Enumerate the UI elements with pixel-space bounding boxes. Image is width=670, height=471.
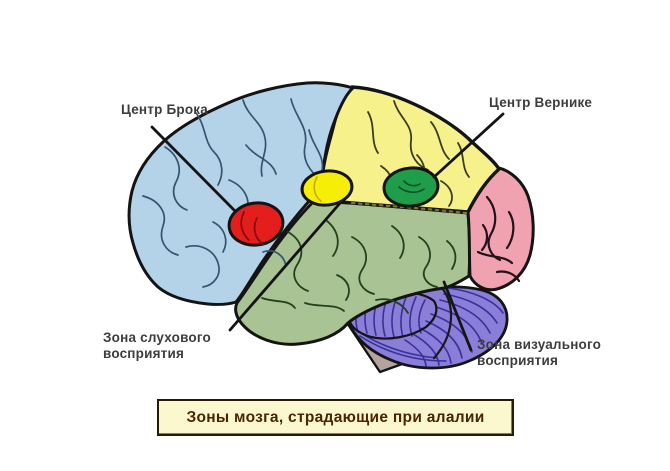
cerebellum [346, 285, 509, 370]
wernicke-spot [382, 166, 440, 208]
visual-label-line1: Зона визуального [477, 337, 602, 352]
auditory-label: Зона слухового восприятия [103, 330, 211, 362]
visual-label: Зона визуального восприятия [477, 337, 601, 369]
visual-pointer-line [442, 280, 473, 352]
auditory-pointer-line [228, 200, 343, 332]
auditory-spot [300, 169, 354, 207]
parietal-sulci [367, 100, 470, 207]
auditory-label-line2: восприятия [103, 346, 185, 361]
cerebellum-fold [432, 286, 453, 360]
caption-box: Зоны мозга, страдающие при алалии [157, 399, 514, 436]
wernicke-spot-crease [398, 180, 425, 193]
caption-text: Зоны мозга, страдающие при алалии [186, 408, 485, 426]
temporal-lobe [234, 197, 472, 346]
visual-label-line2: восприятия [477, 353, 559, 368]
wernicke-label: Центр Вернике [489, 95, 593, 110]
wernicke-pointer-line [432, 112, 505, 179]
broca-spot-crease [240, 211, 264, 245]
occipital-lobe [466, 166, 535, 292]
temporal-sulci [261, 220, 457, 314]
occipital-sulci [476, 195, 521, 283]
auditory-spot-crease [313, 176, 322, 202]
auditory-label-line1: Зона слухового [103, 330, 211, 345]
pointer-lines [150, 112, 505, 352]
broca-pointer-line [150, 125, 236, 212]
cerebellum-striations [354, 287, 504, 367]
dotted-boundary [350, 201, 468, 215]
broca-label: Центр Брока [121, 102, 208, 117]
